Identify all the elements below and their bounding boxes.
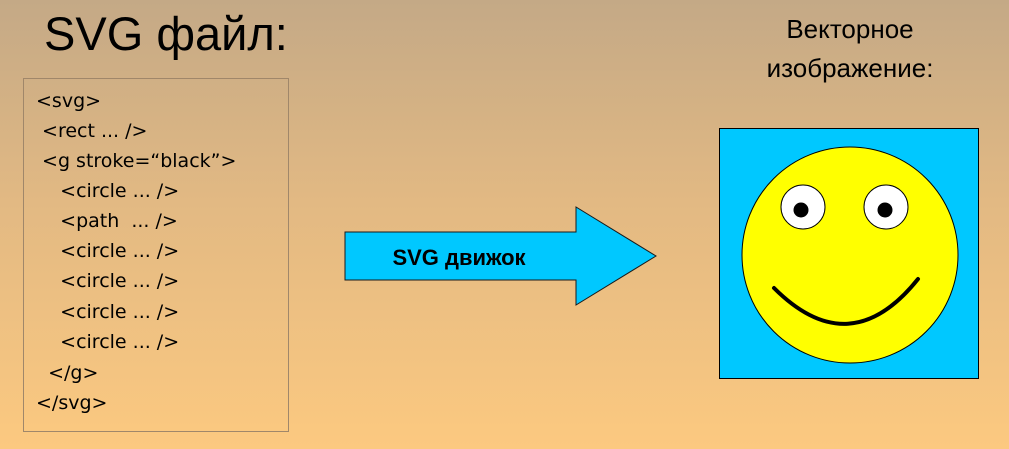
smiley-face (741, 146, 959, 364)
svg-code-box: <svg> <rect ... /> <g stroke=“black”> <c… (23, 78, 289, 432)
code-line: <circle ... /> (36, 331, 180, 353)
arrow-shape (344, 206, 657, 306)
code-line: <circle ... /> (36, 301, 180, 323)
code-line: <circle ... /> (36, 240, 180, 262)
right-arrow-icon (344, 206, 657, 306)
smile-mouth (772, 277, 920, 326)
code-line: <path ... /> (36, 210, 178, 232)
code-line: <circle ... /> (36, 270, 180, 292)
code-line: <rect ... /> (36, 120, 148, 142)
smiley-image (719, 128, 979, 379)
code-line: <g stroke=“black”> (36, 150, 237, 172)
slide-title: SVG файл: (44, 7, 288, 60)
right-pupil (877, 202, 893, 218)
code-line: </svg> (36, 392, 108, 414)
result-caption: Векторное изображение: (766, 14, 934, 83)
left-pupil (793, 202, 809, 218)
code-line: <svg> (36, 90, 102, 112)
code-line: </g> (36, 362, 99, 384)
arrow-label: SVG движок (392, 245, 526, 270)
code-line: <circle ... /> (36, 180, 180, 202)
